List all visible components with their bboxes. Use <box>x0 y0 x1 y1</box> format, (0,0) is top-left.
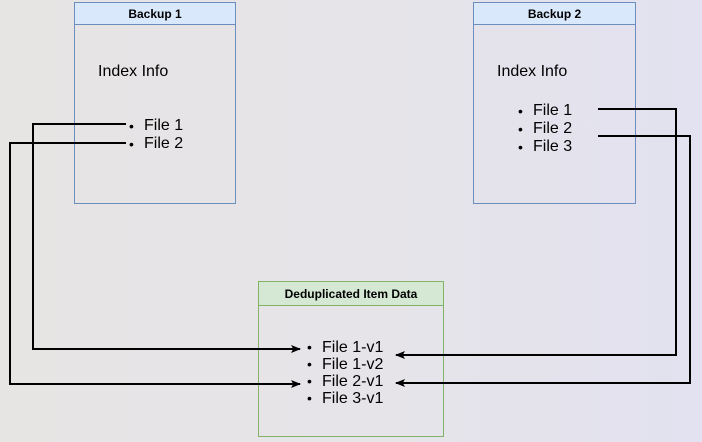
node-backup-1[interactable]: Backup 1 Index Info File 1 File 2 <box>74 2 236 204</box>
backup-1-file-list: File 1 File 2 <box>127 117 183 153</box>
list-item[interactable]: File 2 <box>516 120 572 138</box>
node-dedup-title: Deduplicated Item Data <box>259 282 443 306</box>
list-item[interactable]: File 1-v1 <box>305 339 383 356</box>
list-item[interactable]: File 3-v1 <box>305 390 383 407</box>
node-dedup-body: File 1-v1 File 1-v2 File 2-v1 File 3-v1 <box>259 306 443 436</box>
list-item[interactable]: File 1-v2 <box>305 356 383 373</box>
list-item[interactable]: File 3 <box>516 138 572 156</box>
node-backup-1-body: Index Info File 1 File 2 <box>75 25 235 203</box>
node-backup-2[interactable]: Backup 2 Index Info File 1 File 2 File 3 <box>473 2 636 204</box>
backup-1-index-label: Index Info <box>98 63 169 80</box>
list-item[interactable]: File 1 <box>516 102 572 120</box>
list-item[interactable]: File 2 <box>127 135 183 153</box>
backup-2-file-list: File 1 File 2 File 3 <box>516 102 572 156</box>
node-backup-2-body: Index Info File 1 File 2 File 3 <box>474 25 635 203</box>
backup-2-index-label: Index Info <box>497 63 568 80</box>
node-backup-1-title: Backup 1 <box>75 3 235 25</box>
dedup-item-list: File 1-v1 File 1-v2 File 2-v1 File 3-v1 <box>305 339 383 407</box>
node-deduplicated-item-data[interactable]: Deduplicated Item Data File 1-v1 File 1-… <box>258 281 444 437</box>
node-backup-2-title: Backup 2 <box>474 3 635 25</box>
list-item[interactable]: File 1 <box>127 117 183 135</box>
list-item[interactable]: File 2-v1 <box>305 373 383 390</box>
